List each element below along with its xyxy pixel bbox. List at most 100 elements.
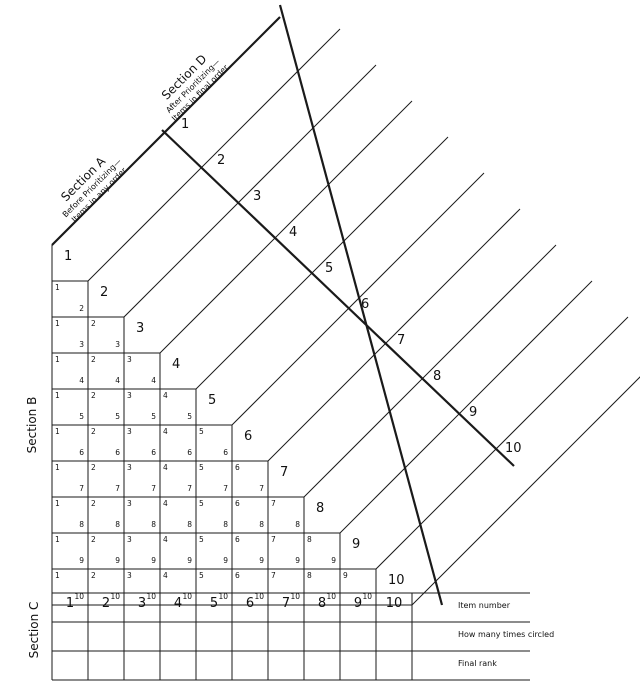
section-d-rank-number: 10 <box>505 441 522 456</box>
pair-cell-first-item: 3 <box>127 535 132 544</box>
section-d-rank-number: 8 <box>433 369 441 384</box>
pair-cell-second-item: 10 <box>182 592 192 601</box>
pair-cell-second-item: 4 <box>79 376 84 385</box>
item-diagonal-line <box>195 136 449 390</box>
pair-cell-second-item: 2 <box>79 304 84 313</box>
section-d-rank-number: 2 <box>217 153 225 168</box>
pair-cell-first-item: 3 <box>127 391 132 400</box>
pair-cell-first-item: 8 <box>307 571 312 580</box>
pair-cell-second-item: 6 <box>151 448 156 457</box>
pair-cell-first-item: 4 <box>163 391 168 400</box>
pair-cell-second-item: 10 <box>218 592 228 601</box>
pair-cell-second-item: 5 <box>115 412 120 421</box>
grid-labels: 1121314151617181911022324252627282921033… <box>55 117 554 668</box>
pair-cell-first-item: 5 <box>199 499 204 508</box>
table-item-number: 1 <box>66 596 74 611</box>
pair-cell-second-item: 6 <box>187 448 192 457</box>
section-d-rank-number: 3 <box>253 189 261 204</box>
pair-cell-second-item: 9 <box>115 556 120 565</box>
pair-cell-first-item: 7 <box>271 499 276 508</box>
pair-cell-first-item: 2 <box>91 571 96 580</box>
pair-cell-second-item: 7 <box>223 484 228 493</box>
section-a-item-number: 8 <box>316 501 324 516</box>
pair-cell-first-item: 6 <box>235 463 240 472</box>
pair-cell-first-item: 2 <box>91 355 96 364</box>
pair-cell-second-item: 9 <box>187 556 192 565</box>
pair-cell-second-item: 7 <box>259 484 264 493</box>
pair-cell-second-item: 8 <box>259 520 264 529</box>
section-a-item-number: 7 <box>280 465 288 480</box>
table-item-number: 5 <box>210 596 218 611</box>
pair-cell-first-item: 7 <box>271 571 276 580</box>
section-d-outer-line <box>278 4 444 606</box>
pair-cell-first-item: 1 <box>55 355 60 364</box>
pair-cell-second-item: 8 <box>295 520 300 529</box>
pair-cell-second-item: 10 <box>362 592 372 601</box>
pair-cell-first-item: 9 <box>343 571 348 580</box>
table-item-number: 10 <box>386 596 403 611</box>
table-item-number: 6 <box>246 596 254 611</box>
section-a-heading: Section A Before Prioritizing— Items in … <box>58 154 128 225</box>
pair-cell-second-item: 8 <box>223 520 228 529</box>
section-a-item-number: 3 <box>136 321 144 336</box>
pair-cell-first-item: 1 <box>55 571 60 580</box>
table-row-label: How many times circled <box>458 630 554 639</box>
table-item-number: 3 <box>138 596 146 611</box>
section-a-item-number: 5 <box>208 393 216 408</box>
pair-cell-second-item: 9 <box>223 556 228 565</box>
pair-cell-first-item: 2 <box>91 535 96 544</box>
pair-cell-first-item: 4 <box>163 535 168 544</box>
pair-cell-second-item: 7 <box>187 484 192 493</box>
pair-cell-second-item: 3 <box>79 340 84 349</box>
pair-cell-first-item: 3 <box>127 571 132 580</box>
section-c-title: Section C <box>27 602 41 659</box>
pair-cell-first-item: 5 <box>199 571 204 580</box>
pair-cell-first-item: 6 <box>235 499 240 508</box>
section-a-item-number: 10 <box>388 573 405 588</box>
pair-cell-second-item: 9 <box>295 556 300 565</box>
section-d-rank-number: 4 <box>289 225 297 240</box>
pair-cell-second-item: 6 <box>79 448 84 457</box>
table-row-label: Final rank <box>458 659 497 668</box>
pair-cell-first-item: 1 <box>55 427 60 436</box>
pair-cell-first-item: 3 <box>127 355 132 364</box>
pair-cell-first-item: 1 <box>55 391 60 400</box>
pair-cell-first-item: 6 <box>235 535 240 544</box>
pair-cell-second-item: 5 <box>187 412 192 421</box>
section-d-rank-number: 6 <box>361 297 369 312</box>
section-d-rank-number: 1 <box>181 117 189 132</box>
pair-cell-second-item: 8 <box>187 520 192 529</box>
pair-cell-first-item: 2 <box>91 427 96 436</box>
pair-cell-second-item: 8 <box>115 520 120 529</box>
item-diagonal-line <box>375 316 629 570</box>
section-d-rank-number: 5 <box>325 261 333 276</box>
pair-cell-second-item: 3 <box>115 340 120 349</box>
pair-cell-second-item: 7 <box>115 484 120 493</box>
pair-cell-first-item: 8 <box>307 535 312 544</box>
item-diagonal-line <box>159 100 413 354</box>
section-d-rank-number: 7 <box>397 333 405 348</box>
section-a-item-number: 1 <box>64 249 72 264</box>
item-diagonal-line <box>303 244 557 498</box>
pair-cell-second-item: 10 <box>110 592 120 601</box>
section-a-item-number: 2 <box>100 285 108 300</box>
pair-cell-second-item: 8 <box>79 520 84 529</box>
pair-cell-second-item: 5 <box>151 412 156 421</box>
pair-cell-first-item: 2 <box>91 499 96 508</box>
pair-cell-second-item: 7 <box>151 484 156 493</box>
pair-cell-second-item: 6 <box>115 448 120 457</box>
pair-cell-second-item: 9 <box>79 556 84 565</box>
pair-cell-first-item: 1 <box>55 283 60 292</box>
grid-lines <box>51 4 640 681</box>
table-item-number: 8 <box>318 596 326 611</box>
section-a-boundary-line <box>51 16 281 246</box>
pair-cell-second-item: 5 <box>79 412 84 421</box>
table-item-number: 9 <box>354 596 362 611</box>
pair-cell-first-item: 4 <box>163 427 168 436</box>
pair-cell-first-item: 2 <box>91 319 96 328</box>
pair-cell-second-item: 8 <box>151 520 156 529</box>
section-a-item-number: 4 <box>172 357 180 372</box>
pair-cell-second-item: 4 <box>151 376 156 385</box>
section-b-title: Section B <box>25 397 39 454</box>
